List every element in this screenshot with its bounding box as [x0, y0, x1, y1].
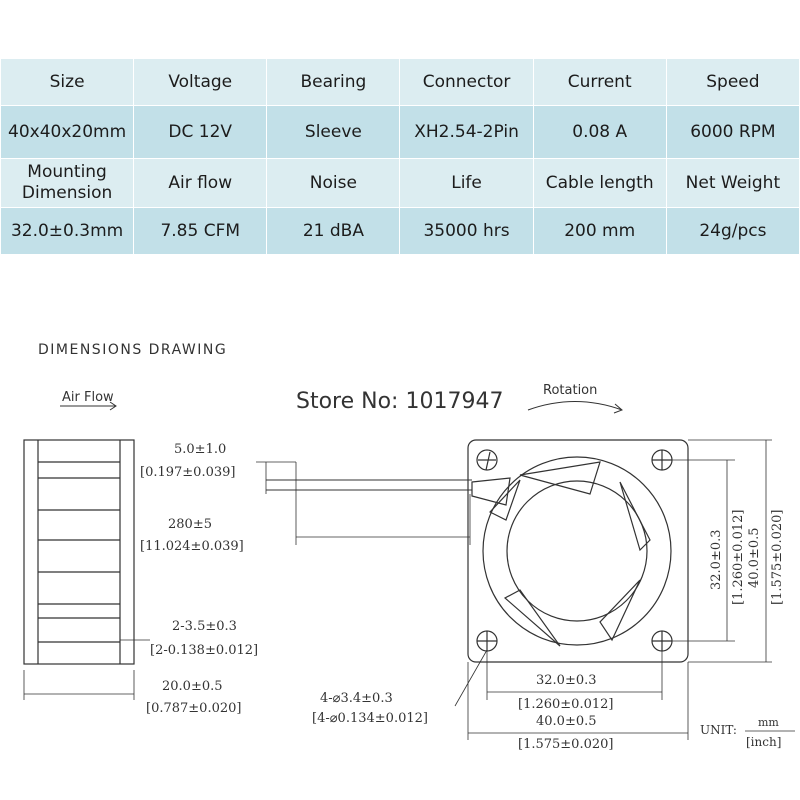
spec-value-row-1: 40x40x20mm DC 12V Sleeve XH2.54-2Pin 0.0…	[0, 105, 800, 159]
cable-length-mm: 280±5	[168, 517, 212, 532]
spec-value-connector: XH2.54-2Pin	[399, 105, 534, 159]
spec-table: Size Voltage Bearing Connector Current S…	[0, 58, 800, 255]
spec-value-noise: 21 dBA	[266, 207, 401, 255]
spec-value-voltage: DC 12V	[133, 105, 268, 159]
v-frame-inch: [1.575±0.020]	[770, 510, 785, 605]
rib-spacing-inch: [2-0.138±0.012]	[150, 643, 258, 658]
spec-header-cable-length: Cable length	[532, 158, 667, 208]
spec-value-cable-length: 200 mm	[532, 207, 667, 255]
unit-mm: mm	[758, 716, 779, 729]
air-flow-label: Air Flow	[62, 390, 114, 405]
spec-value-bearing: Sleeve	[266, 105, 401, 159]
spec-header-net-weight: Net Weight	[665, 158, 800, 208]
spec-header-noise: Noise	[266, 158, 401, 208]
cable-length-inch: [11.024±0.039]	[140, 539, 244, 554]
v-hole-pitch-mm: 32.0±0.3	[709, 529, 724, 590]
cable-wires	[266, 479, 472, 491]
wire-gap-dimension-line	[256, 461, 297, 494]
spec-header-mounting-dimension: Mounting Dimension	[0, 158, 135, 208]
unit-inch: [inch]	[746, 735, 781, 749]
hole-pitch-mm: 32.0±0.3	[536, 673, 597, 688]
spec-value-air-flow: 7.85 CFM	[133, 207, 268, 255]
dimensions-drawing: DIMENSIONS DRAWING Air Flow Rotation Sto…	[23, 342, 795, 752]
holes-leader-line	[454, 649, 488, 707]
spec-header-life: Life	[399, 158, 534, 208]
holes-mm: 4-⌀3.4±0.3	[320, 691, 393, 706]
spec-header-row-1: Size Voltage Bearing Connector Current S…	[0, 58, 800, 106]
spec-header-speed: Speed	[665, 58, 800, 106]
v-frame-mm: 40.0±0.5	[747, 527, 762, 588]
hole-pitch-inch: [1.260±0.012]	[518, 697, 613, 712]
spec-header-row-2: Mounting Dimension Air flow Noise Life C…	[0, 158, 800, 208]
spec-value-net-weight: 24g/pcs	[665, 207, 800, 255]
spec-value-life: 35000 hrs	[399, 207, 534, 255]
fan-front-view	[467, 439, 689, 663]
v-hole-pitch-inch: [1.260±0.012]	[731, 510, 746, 605]
frame-width-mm: 40.0±0.5	[536, 714, 597, 729]
spec-value-row-2: 32.0±0.3mm 7.85 CFM 21 dBA 35000 hrs 200…	[0, 207, 800, 255]
spec-header-air-flow: Air flow	[133, 158, 268, 208]
air-flow-arrow-icon	[60, 401, 117, 411]
spec-header-size: Size	[0, 58, 135, 106]
spec-header-voltage: Voltage	[133, 58, 268, 106]
wire-gap-inch: [0.197±0.039]	[140, 465, 235, 480]
spec-value-mounting-dimension: 32.0±0.3mm	[0, 207, 135, 255]
spec-value-speed: 6000 RPM	[665, 105, 800, 159]
vertical-dimension-lines	[672, 439, 772, 663]
frame-width-inch: [1.575±0.020]	[518, 737, 613, 752]
spec-header-connector: Connector	[399, 58, 534, 106]
cable-length-dimension-line	[295, 494, 471, 545]
spec-header-current: Current	[532, 58, 667, 106]
frame-width-dimension-line	[467, 662, 689, 740]
wire-gap-mm: 5.0±1.0	[174, 442, 226, 457]
fan-side-view	[23, 439, 135, 665]
spec-value-current: 0.08 A	[532, 105, 667, 159]
spec-header-bearing: Bearing	[266, 58, 401, 106]
unit-label: UNIT:	[700, 723, 737, 737]
thickness-mm: 20.0±0.5	[162, 679, 223, 694]
rotation-arrow-icon	[527, 401, 623, 414]
rib-spacing-mm: 2-3.5±0.3	[172, 619, 237, 634]
thickness-inch: [0.787±0.020]	[146, 701, 241, 716]
thickness-dimension-line	[23, 670, 135, 700]
spec-value-size: 40x40x20mm	[0, 105, 135, 159]
store-watermark: Store No: 1017947	[296, 389, 503, 414]
holes-inch: [4-⌀0.134±0.012]	[312, 711, 428, 726]
drawing-title: DIMENSIONS DRAWING	[38, 342, 227, 358]
hole-pitch-dimension-line	[486, 650, 663, 700]
rotation-label: Rotation	[543, 383, 597, 398]
